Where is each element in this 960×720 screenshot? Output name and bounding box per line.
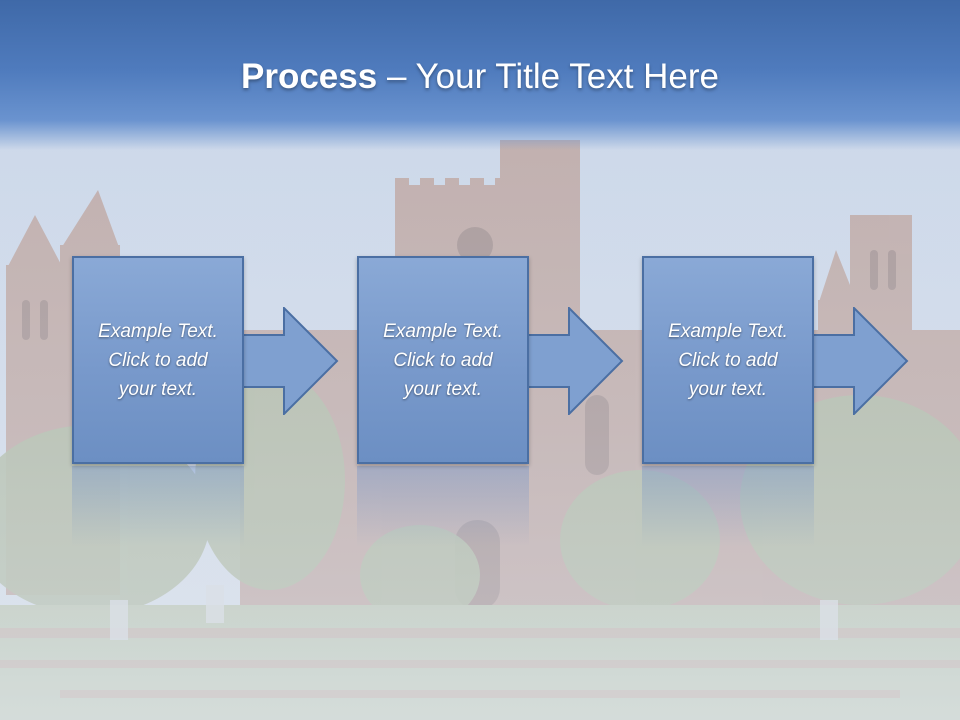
slide-title[interactable]: Process – Your Title Text Here <box>0 52 960 102</box>
header-band <box>0 0 960 150</box>
step-line-1: Example Text. <box>98 320 218 342</box>
process-box-reflection <box>357 466 529 546</box>
right-arrow-icon[interactable] <box>240 307 340 415</box>
right-arrow-icon[interactable] <box>525 307 625 415</box>
title-strong: Process <box>240 57 378 96</box>
process-step-3[interactable]: Example Text. Click to add your text. <box>642 256 814 464</box>
step-line-3: your text. <box>403 378 483 400</box>
step-line-2: Click to add <box>108 349 208 371</box>
title-dash: – <box>386 57 407 96</box>
title-rest: Your Title Text Here <box>415 57 720 96</box>
process-step-text: Example Text. Click to add your text. <box>78 317 238 404</box>
step-line-2: Click to add <box>393 349 493 371</box>
right-arrow-icon[interactable] <box>810 307 910 415</box>
process-box-reflection <box>642 466 814 546</box>
step-line-3: your text. <box>118 378 198 400</box>
process-step-2[interactable]: Example Text. Click to add your text. <box>357 256 529 464</box>
process-step-text: Example Text. Click to add your text. <box>363 317 523 404</box>
step-line-3: your text. <box>688 378 768 400</box>
process-box-reflection <box>72 466 244 546</box>
process-step-1[interactable]: Example Text. Click to add your text. <box>72 256 244 464</box>
step-line-1: Example Text. <box>383 320 503 342</box>
step-line-2: Click to add <box>678 349 778 371</box>
step-line-1: Example Text. <box>668 320 788 342</box>
process-step-text: Example Text. Click to add your text. <box>648 317 808 404</box>
